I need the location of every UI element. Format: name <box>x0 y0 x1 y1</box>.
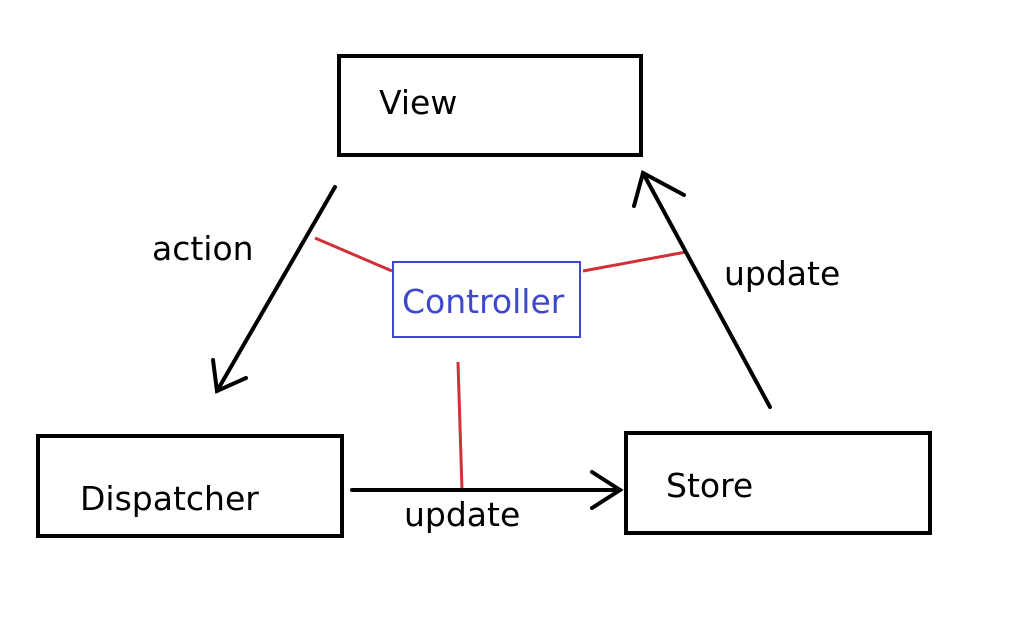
edge-label-dispatcher-to-store: update <box>404 495 521 534</box>
controller-link-to-dispatcher-update <box>456 361 464 491</box>
store-label: Store <box>666 466 754 505</box>
controller-link-to-action <box>314 236 393 273</box>
edge-label-action: action <box>152 229 254 268</box>
controller-label: Controller <box>402 282 565 321</box>
controller-link-to-store-update <box>582 250 687 273</box>
edge-label-store-to-view: update <box>724 254 841 293</box>
view-node: View <box>337 54 643 157</box>
dispatcher-node: Dispatcher <box>36 434 344 538</box>
store-node: Store <box>624 431 932 535</box>
dispatcher-label: Dispatcher <box>80 479 259 518</box>
arrow-view-to-dispatcher <box>211 185 337 394</box>
view-label: View <box>379 83 458 122</box>
arrow-dispatcher-to-store <box>350 470 624 510</box>
arrow-store-to-view <box>632 170 772 409</box>
controller-node: Controller <box>392 261 581 338</box>
